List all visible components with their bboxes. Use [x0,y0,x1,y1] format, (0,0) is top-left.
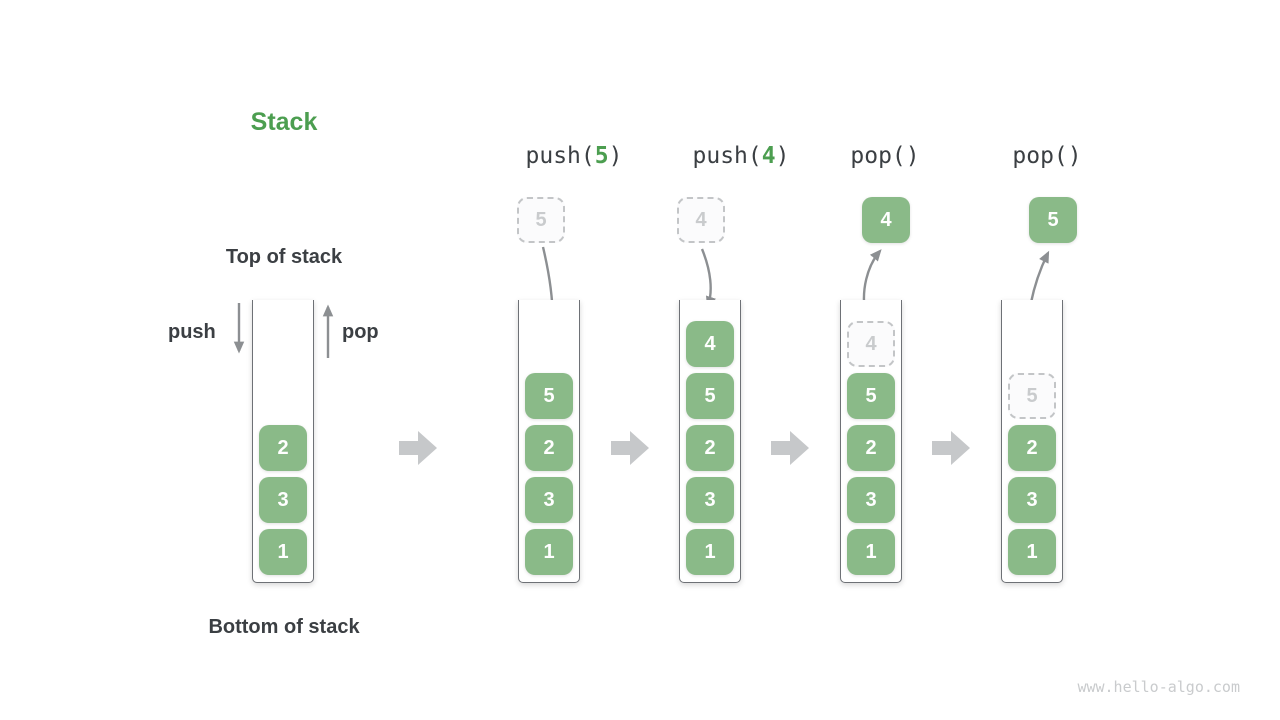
stack-cell: 3 [1008,477,1056,523]
ghost-cell: 4 [847,321,895,367]
stack-cell: 2 [525,425,573,471]
pop-label: pop [342,321,379,343]
diagram-title: Stack [250,108,318,136]
stack-tube-initial: 2 3 1 [252,300,314,583]
operation-arg: 4 [761,143,776,169]
step-arrow-icon [771,431,809,465]
stack-cell: 3 [686,477,734,523]
stack-tube-after-push-4: 4 5 2 3 1 [679,300,741,583]
floating-ghost-cell: 4 [677,197,725,243]
push-label: push [168,321,216,343]
stack-tube-after-pop-2: 5 2 3 1 [1001,300,1063,583]
operation-text: pop( [1012,143,1068,169]
stack-cell: 2 [1008,425,1056,471]
stack-tube-after-pop-1: 4 5 2 3 1 [840,300,902,583]
stack-cell: 1 [1008,529,1056,575]
operation-text: push( [525,143,595,169]
operation-arg: 5 [594,143,609,169]
stack-cell: 1 [847,529,895,575]
stack-cell: 1 [686,529,734,575]
operation-text: pop( [850,143,906,169]
operation-text: ) [905,143,920,169]
stack-cell: 3 [259,477,307,523]
stack-cell: 3 [525,477,573,523]
stack-cell: 2 [686,425,734,471]
top-of-stack-label: Top of stack [225,246,343,268]
popped-cell: 4 [862,197,910,243]
stack-cell: 1 [259,529,307,575]
stack-tube-after-push-5: 5 2 3 1 [518,300,580,583]
operation-label-pop-1: pop() [850,143,919,169]
stack-cell: 1 [525,529,573,575]
stack-cell: 5 [525,373,573,419]
stack-cell: 3 [847,477,895,523]
ghost-cell: 5 [1008,373,1056,419]
stack-cell: 2 [259,425,307,471]
floating-ghost-cell: 5 [517,197,565,243]
step-arrow-icon [399,431,437,465]
operation-text: ) [775,143,790,169]
step-arrow-icon [932,431,970,465]
operation-text: push( [692,143,762,169]
stack-cell: 2 [847,425,895,471]
popped-cell: 5 [1029,197,1077,243]
operation-label-push-5: push(5) [526,143,623,169]
watermark: www.hello-algo.com [1077,678,1240,696]
operation-text: ) [1067,143,1082,169]
operation-label-pop-2: pop() [1012,143,1081,169]
bottom-of-stack-label: Bottom of stack [208,616,360,638]
operation-label-push-4: push(4) [693,143,790,169]
push-flow-arrow-icon [700,248,716,309]
operation-text: ) [608,143,623,169]
stack-cell: 4 [686,321,734,367]
stack-cell: 5 [686,373,734,419]
stack-cell: 5 [847,373,895,419]
step-arrow-icon [611,431,649,465]
